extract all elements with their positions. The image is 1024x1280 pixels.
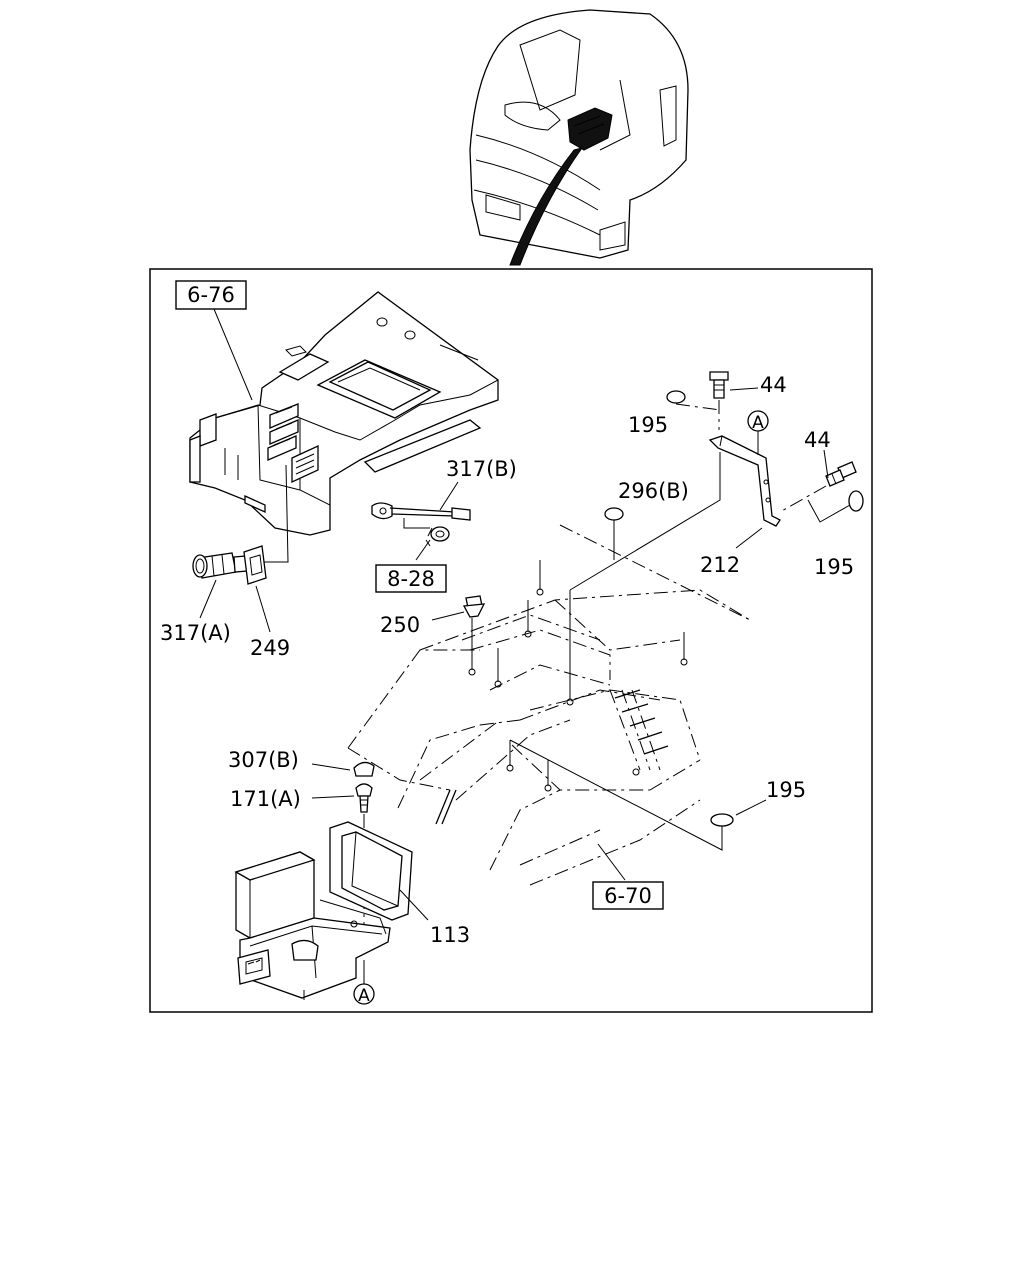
leader-44-upper <box>729 387 759 391</box>
grommet <box>425 526 450 547</box>
bracket-212 <box>708 435 781 527</box>
label-195-right: 195 <box>814 555 854 579</box>
marker-a-bottom: A <box>358 986 370 1006</box>
ref-6-70: 6-70 <box>604 884 652 908</box>
cap-195-top-axis <box>675 403 721 411</box>
ref-box-8-28 <box>375 564 447 593</box>
floor-console-phantom <box>347 524 751 886</box>
vehicle-overview <box>469 9 689 266</box>
marker-a-top: A <box>752 413 764 433</box>
screw-171a <box>355 783 373 813</box>
label-171a: 171(A) <box>230 787 301 811</box>
leader-212 <box>735 527 763 549</box>
label-296b: 296(B) <box>618 479 689 503</box>
leader-317b <box>439 481 459 511</box>
leader-harness-plug <box>403 518 430 529</box>
plug-296b <box>604 507 624 521</box>
bolt-44-upper <box>709 371 729 399</box>
label-317a: 317(A) <box>160 621 231 645</box>
harness-317b <box>371 502 471 521</box>
leader-195-lower <box>735 799 767 816</box>
leader-171a <box>311 795 355 799</box>
leader-212-to-floor <box>569 452 721 591</box>
label-44-upper: 44 <box>760 373 787 397</box>
clip-307b <box>353 761 375 777</box>
label-195-top: 195 <box>628 413 668 437</box>
leader-317a <box>199 579 217 619</box>
cap-195-top <box>666 390 686 404</box>
upper-console-cover <box>189 291 499 536</box>
leader-195-lower-floor <box>509 739 723 851</box>
cap-195-lower <box>710 813 734 827</box>
label-44-lower: 44 <box>804 428 831 452</box>
label-212: 212 <box>700 553 740 577</box>
leader-250 <box>431 611 465 621</box>
bolt-44-lower <box>825 461 857 487</box>
marker-a-bottom-circle <box>353 983 375 1005</box>
mounting-holes <box>468 560 688 792</box>
clip-250 <box>462 595 486 618</box>
label-250: 250 <box>380 613 420 637</box>
cigar-lighter-317a <box>192 552 248 579</box>
label-307b: 307(B) <box>228 748 299 772</box>
label-249: 249 <box>250 636 290 660</box>
leader-195-right <box>807 499 851 523</box>
cap-195-right <box>848 490 864 512</box>
ref-box-6-76 <box>175 280 247 310</box>
label-195-lower: 195 <box>766 778 806 802</box>
label-113: 113 <box>430 923 470 947</box>
leader-6-76 <box>213 308 253 401</box>
leader-8-28 <box>415 539 431 561</box>
leader-6-70 <box>597 843 626 881</box>
leader-switch-mount <box>264 464 289 563</box>
ref-8-28: 8-28 <box>387 567 435 591</box>
console-box-113 <box>234 821 413 1000</box>
leader-113 <box>399 889 429 921</box>
diagram-frame <box>149 268 873 1013</box>
leader-44-lower <box>823 449 829 479</box>
label-317b: 317(B) <box>446 457 517 481</box>
ref-box-6-70 <box>592 881 664 910</box>
ref-6-76: 6-76 <box>187 283 235 307</box>
leader-249 <box>255 585 271 633</box>
bracket-249 <box>243 545 267 585</box>
bolt-44-lower-axis <box>779 485 827 513</box>
leader-307b <box>311 763 351 771</box>
